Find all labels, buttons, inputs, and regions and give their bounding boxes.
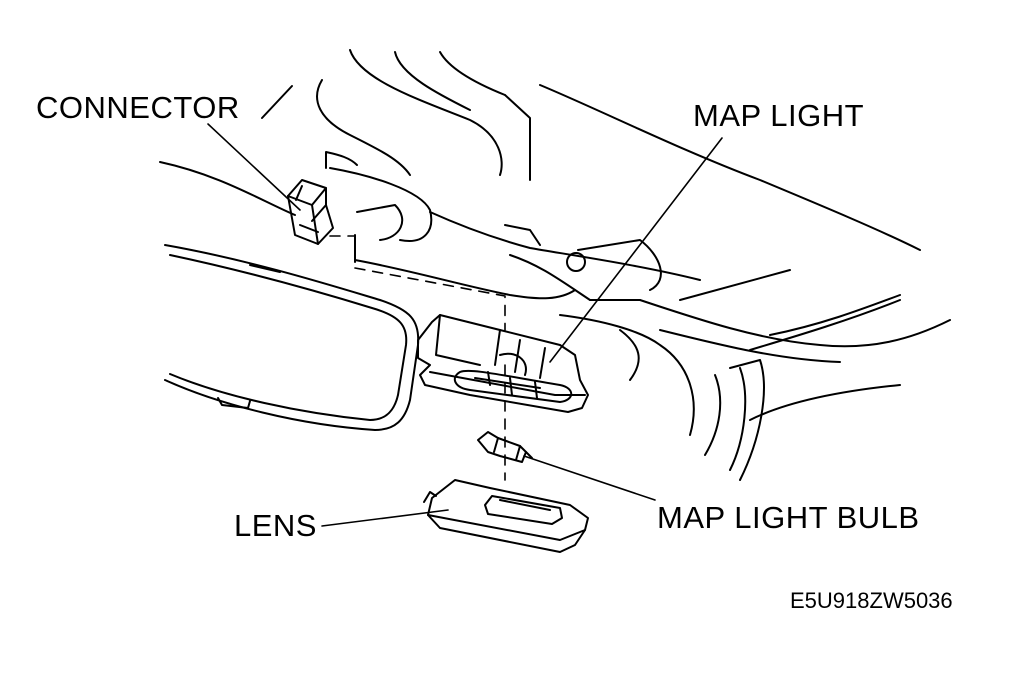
- lens-leader: [321, 509, 449, 527]
- figure-code: E5U918ZW5036: [790, 588, 953, 613]
- connector-part: [287, 179, 334, 245]
- map-light-label: MAP LIGHT: [693, 98, 865, 133]
- leader-lines: [207, 123, 723, 527]
- map-light-housing: [417, 314, 589, 413]
- alignment-dashed-lines: [329, 235, 506, 481]
- lens-part: [423, 479, 589, 553]
- map-light-bulb-label: MAP LIGHT BULB: [657, 500, 920, 535]
- map-light-bulb-part: [477, 431, 533, 463]
- lens-label: LENS: [234, 508, 317, 543]
- map-light-leader: [549, 137, 723, 363]
- connector-label: CONNECTOR: [36, 90, 240, 125]
- bulb-leader: [523, 455, 656, 501]
- connector-leader: [207, 123, 301, 211]
- roof-structure: [159, 49, 951, 481]
